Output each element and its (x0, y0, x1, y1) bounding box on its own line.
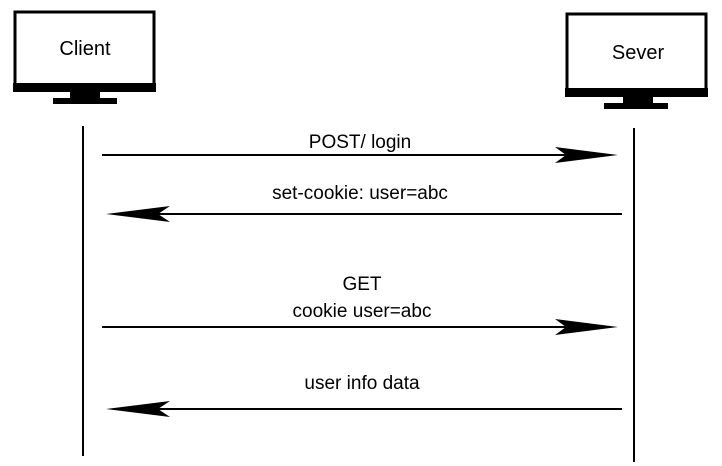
message-label: user info data (304, 373, 420, 394)
server-label: Sever (612, 42, 665, 64)
message-label: POST/ login (309, 132, 411, 153)
message-label-line-2: cookie user=abc (293, 301, 432, 322)
arrowhead-left-icon (106, 206, 170, 222)
arrowhead-right-icon (555, 147, 618, 163)
client-label: Client (59, 38, 111, 60)
arrowhead-right-icon (555, 319, 618, 335)
message-label: set-cookie: user=abc (272, 183, 448, 204)
message-post-login: POST/ login (102, 132, 618, 163)
client-monitor-icon: Client (13, 10, 156, 104)
arrowhead-left-icon (106, 401, 170, 417)
message-user-info: user info data (106, 373, 622, 417)
server-monitor-icon: Sever (565, 12, 708, 109)
message-get-cookie: GET cookie user=abc (102, 274, 618, 335)
message-set-cookie: set-cookie: user=abc (106, 183, 622, 222)
message-label-line-1: GET (342, 274, 381, 295)
